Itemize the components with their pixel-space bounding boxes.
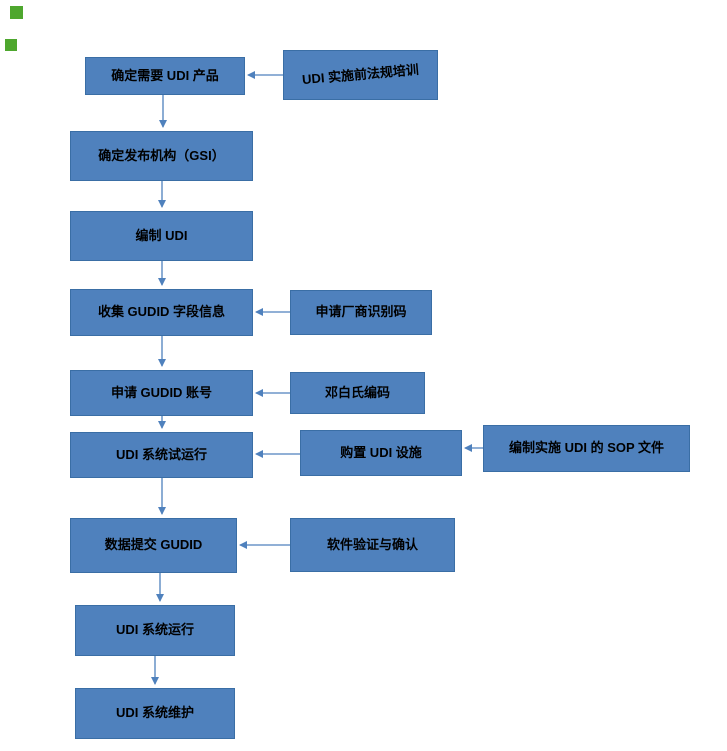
node-udi-maintain: UDI 系统维护 (75, 688, 235, 739)
node-submit-gudid: 数据提交 GUDID (70, 518, 237, 573)
node-apply-vendor-id: 申请厂商识别码 (290, 290, 432, 335)
node-collect-gudid-fields: 收集 GUDID 字段信息 (70, 289, 253, 336)
node-purchase-udi-facility: 购置 UDI 设施 (300, 430, 462, 476)
artifact-green-square-1 (10, 6, 23, 19)
artifact-green-square-2 (5, 39, 17, 51)
node-pre-training-label: UDI 实施前法规培训 (301, 61, 420, 87)
node-pre-training: UDI 实施前法规培训 (283, 50, 438, 100)
node-apply-gudid-account: 申请 GUDID 账号 (70, 370, 253, 416)
node-udi-run: UDI 系统运行 (75, 605, 235, 656)
node-compile-udi: 编制 UDI (70, 211, 253, 261)
node-sop-document: 编制实施 UDI 的 SOP 文件 (483, 425, 690, 472)
node-duns-code: 邓白氏编码 (290, 372, 425, 414)
node-need-udi-product: 确定需要 UDI 产品 (85, 57, 245, 95)
node-udi-trial-run: UDI 系统试运行 (70, 432, 253, 478)
node-issuing-agency: 确定发布机构（GSI） (70, 131, 253, 181)
node-software-validation: 软件验证与确认 (290, 518, 455, 572)
